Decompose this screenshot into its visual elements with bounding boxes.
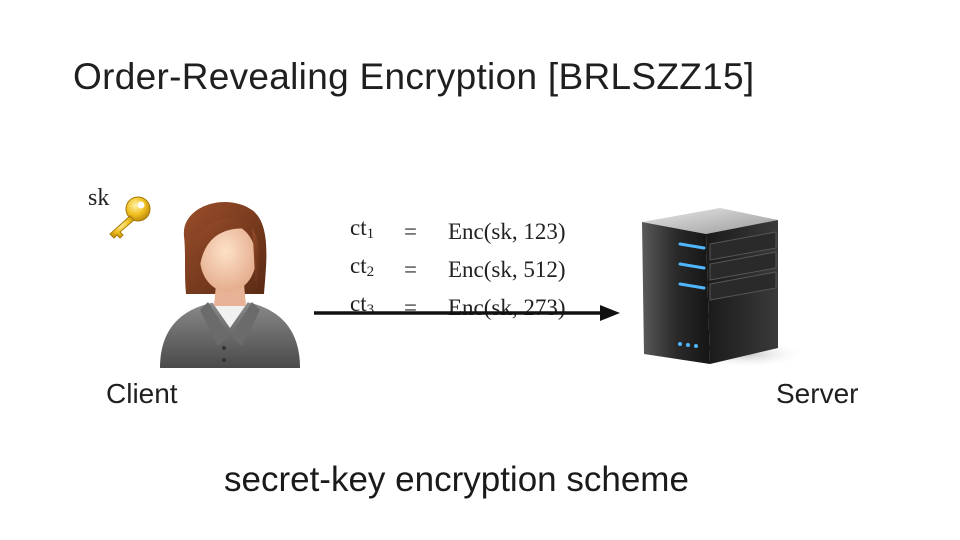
ciphertext-value: Enc(sk, 123): [448, 218, 566, 244]
key-icon: [109, 196, 151, 239]
client-to-server-arrow: [314, 305, 620, 321]
secret-key-label: sk: [88, 185, 110, 211]
ciphertext-value: Enc(sk, 273): [448, 294, 566, 320]
ciphertext-index: 2: [366, 264, 375, 280]
ciphertext-name: ct: [350, 215, 367, 240]
equals-sign: =: [404, 218, 417, 244]
equals-sign: =: [404, 256, 417, 282]
server-label: Server: [776, 378, 859, 409]
slide-title: Order-Revealing Encryption [BRLSZZ15]: [73, 56, 755, 97]
ciphertext-name: ct: [350, 253, 367, 278]
ciphertext-value: Enc(sk, 512): [448, 256, 566, 282]
ciphertext-row: ct1 = Enc(sk, 123): [350, 212, 566, 250]
ciphertext-name: ct: [350, 291, 367, 316]
scheme-caption: secret-key encryption scheme: [224, 460, 689, 499]
client-label: Client: [106, 378, 178, 409]
ciphertext-row: ct2 = Enc(sk, 512): [350, 250, 566, 288]
ciphertext-index: 1: [366, 226, 375, 242]
client-person-icon: [160, 202, 306, 368]
ciphertext-index: 3: [366, 302, 375, 318]
server-icon: [642, 208, 806, 368]
